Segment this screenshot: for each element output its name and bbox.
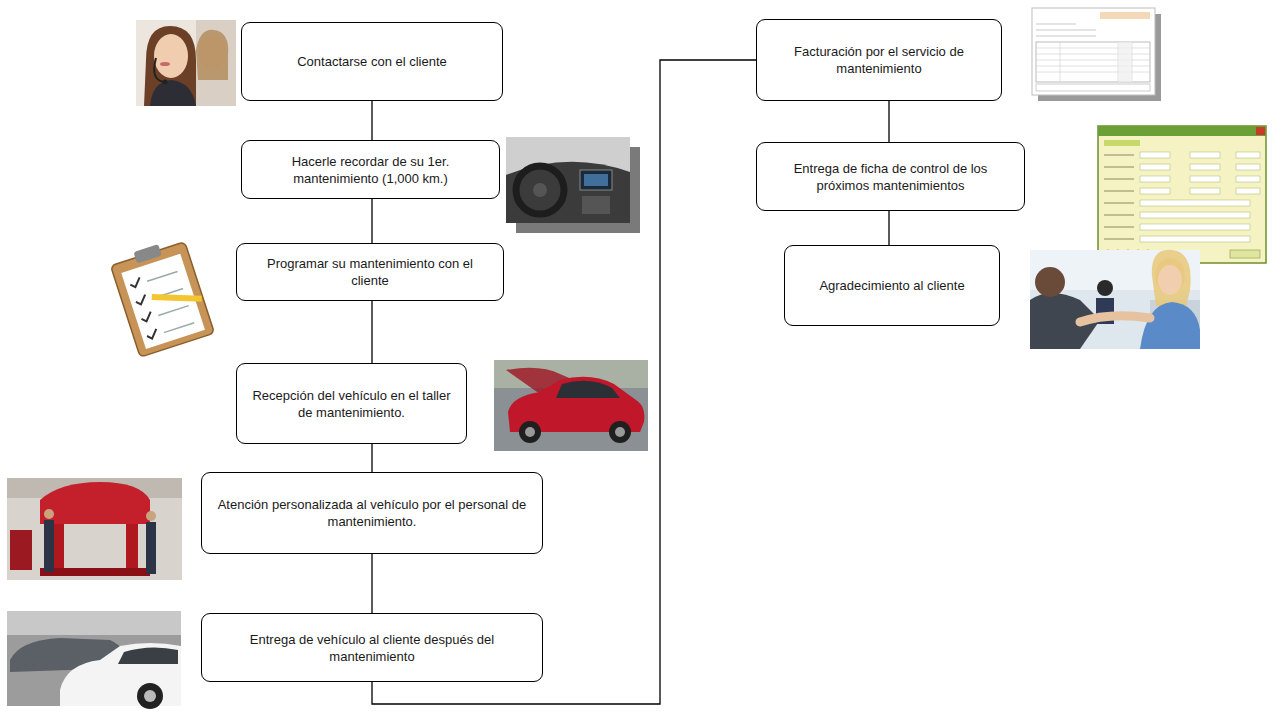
process-box: Agradecimiento al cliente [784,245,1000,326]
red-car-photo [494,360,648,451]
handshake-photo [1030,250,1200,349]
box-text: Contactarse con el cliente [297,53,447,70]
text-holder: Entrega de vehículo al cliente después d… [214,631,530,665]
box-text: Entrega de ficha de control de los próxi… [769,160,1012,194]
text-holder: Atención personalizada al vehículo por e… [214,496,530,530]
box-text: Programar su mantenimiento con el client… [249,255,491,289]
connector-line [371,301,372,363]
process-box: Facturación por el servicio de mantenimi… [756,19,1002,101]
text-holder: Entrega de ficha de control de los próxi… [769,160,1012,194]
connector-line [371,444,372,472]
box-text: Recepción del vehículo en el taller de m… [249,387,454,421]
box-text: Agradecimiento al cliente [819,277,964,294]
delivery-photo [7,611,181,709]
process-box: Contactarse con el cliente [241,22,503,101]
process-box: Recepción del vehículo en el taller de m… [236,363,467,444]
box-text: Hacerle recordar de su 1er. mantenimient… [254,153,487,187]
text-holder: Agradecimiento al cliente [819,277,964,294]
call-center-photo [136,20,236,106]
box-text: Atención personalizada al vehículo por e… [214,496,530,530]
text-holder: Facturación por el servicio de mantenimi… [769,43,989,77]
connector-line [371,101,372,140]
process-box: Atención personalizada al vehículo por e… [201,472,543,554]
box-text: Facturación por el servicio de mantenimi… [769,43,989,77]
text-holder: Recepción del vehículo en el taller de m… [249,387,454,421]
text-holder: Programar su mantenimiento con el client… [249,255,491,289]
connector-line [371,199,372,243]
connector-line [888,211,889,245]
box-text: Entrega de vehículo al cliente después d… [214,631,530,665]
connector-line [888,101,889,142]
process-box: Entrega de vehículo al cliente después d… [201,613,543,682]
text-holder: Hacerle recordar de su 1er. mantenimient… [254,153,487,187]
control-form-screenshot [1098,126,1266,263]
clipboard-illustration [109,236,215,357]
process-box: Programar su mantenimiento con el client… [236,243,504,301]
connector-line [371,554,372,613]
workshop-photo [7,478,182,580]
invoice-illustration [1032,8,1161,101]
process-box: Hacerle recordar de su 1er. mantenimient… [241,140,500,199]
dashboard-photo [506,137,640,233]
process-box: Entrega de ficha de control de los próxi… [756,142,1025,211]
text-holder: Contactarse con el cliente [297,53,447,70]
